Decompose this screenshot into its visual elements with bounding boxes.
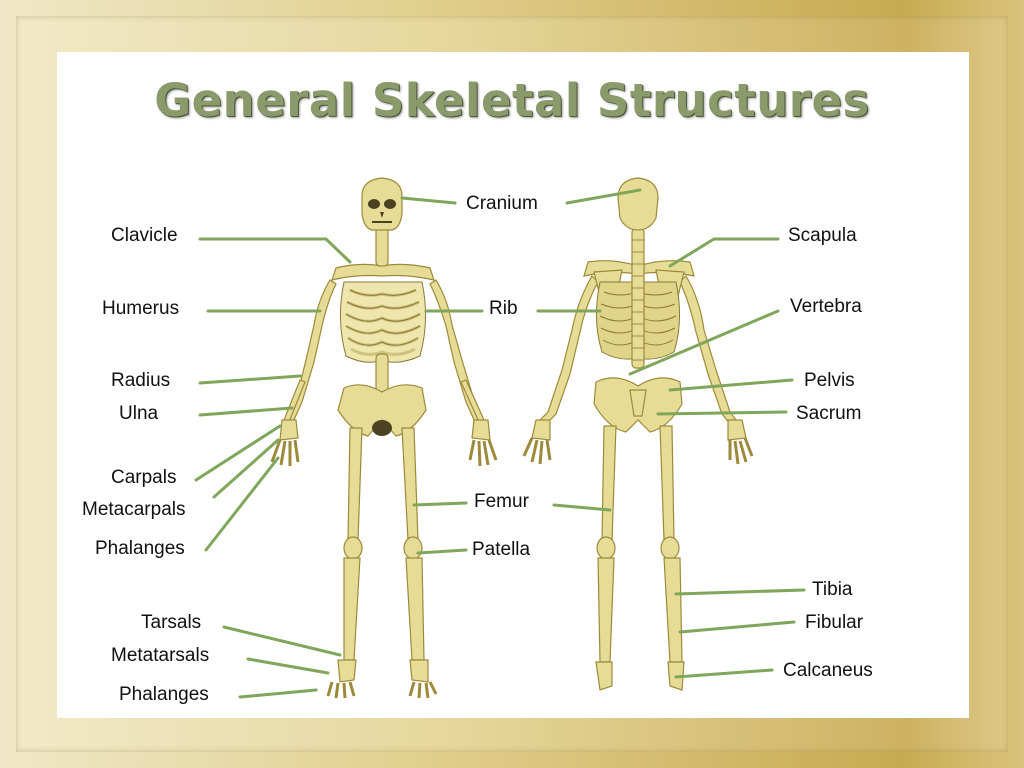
label-vertebra: Vertebra — [790, 296, 862, 317]
slide-title: General Skeletal Structures — [154, 74, 870, 127]
label-clavicle: Clavicle — [111, 225, 178, 246]
label-pelvis: Pelvis — [804, 370, 855, 391]
leader-metatarsals — [246, 657, 330, 675]
label-metacarpals: Metacarpals — [82, 499, 186, 520]
leader-patella — [416, 548, 468, 555]
leader-phalanges-foot — [238, 688, 318, 699]
label-metatarsals: Metatarsals — [111, 645, 210, 666]
leader-vertebra — [628, 309, 780, 376]
leader-lines — [194, 188, 806, 699]
label-tibia: Tibia — [812, 579, 853, 600]
back-right-hand — [727, 419, 754, 465]
leader-tibia — [674, 588, 806, 596]
slide-panel — [57, 52, 969, 718]
leader-carpals — [194, 424, 282, 482]
label-phalanges-hand: Phalanges — [95, 538, 185, 559]
leader-fibular — [678, 620, 796, 634]
leader-pelvis — [668, 378, 794, 392]
front-left-hand — [270, 419, 300, 466]
label-cranium: Cranium — [466, 193, 538, 214]
label-carpals: Carpals — [111, 467, 177, 488]
label-rib: Rib — [489, 298, 518, 319]
leader-cranium-front — [400, 196, 457, 205]
leader-femur-back — [552, 503, 612, 512]
leader-radius — [198, 374, 302, 385]
label-tarsals: Tarsals — [141, 612, 202, 633]
leader-clavicle — [198, 237, 352, 264]
front-skeleton — [270, 177, 498, 699]
label-patella: Patella — [472, 539, 531, 560]
back-skeleton — [522, 177, 754, 691]
label-ulna: Ulna — [119, 403, 159, 424]
leader-ulna — [198, 406, 294, 417]
leader-scapula — [668, 237, 780, 268]
leader-tarsals — [222, 625, 342, 657]
leader-calcaneus — [674, 668, 774, 679]
back-left-hand — [522, 419, 552, 465]
leader-metacarpals — [212, 438, 280, 499]
front-skull — [361, 177, 403, 231]
label-phalanges-foot: Phalanges — [119, 684, 209, 705]
leader-cranium-back — [565, 188, 642, 205]
label-femur: Femur — [474, 491, 529, 512]
label-scapula: Scapula — [788, 225, 857, 246]
label-calcaneus: Calcaneus — [783, 660, 873, 681]
label-sacrum: Sacrum — [796, 403, 862, 424]
label-fibular: Fibular — [805, 612, 864, 633]
label-radius: Radius — [111, 370, 171, 391]
leader-femur — [412, 501, 468, 507]
leader-sacrum — [656, 410, 788, 416]
leader-phalanges-hand — [204, 456, 280, 552]
label-humerus: Humerus — [102, 298, 180, 319]
front-ribcage — [339, 281, 427, 363]
front-right-hand — [468, 419, 498, 467]
